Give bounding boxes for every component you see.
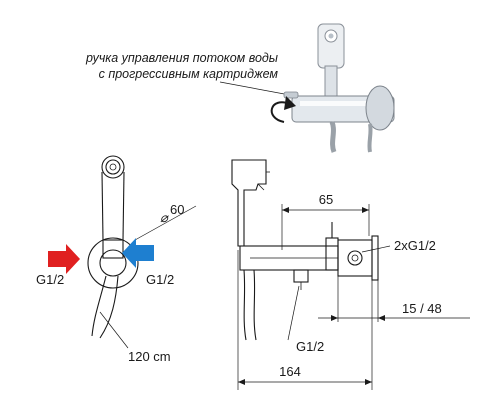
diameter-symbol: ⌀ <box>160 210 169 225</box>
inlet-left-label: G1/2 <box>36 272 64 287</box>
front-view: ⌀ 60 120 cm <box>87 155 197 364</box>
dimension-164 <box>237 250 373 390</box>
outlet-leader <box>287 285 300 341</box>
dimension-15-48 <box>318 276 470 322</box>
hose-length-label: 120 cm <box>128 349 171 364</box>
dim-outlet-label: G1/2 <box>296 339 324 354</box>
rotation-arrow-icon <box>270 96 296 123</box>
dim-total-label: 164 <box>279 364 301 379</box>
dim-top-label: 65 <box>319 192 333 207</box>
caption-line-1: ручка управления потоком воды <box>85 51 278 65</box>
caption-line-2: с прогрессивным картриджем <box>99 67 279 81</box>
dim-right-label: 15 / 48 <box>402 301 442 316</box>
side-view <box>231 159 379 341</box>
flow-arrow-icon <box>48 238 154 274</box>
dimension-65 <box>281 204 370 250</box>
product-photo <box>283 23 395 153</box>
diameter-value: 60 <box>170 202 184 217</box>
connection-leader <box>361 245 391 253</box>
inlet-right-label: G1/2 <box>146 272 174 287</box>
dim-connection-label: 2xG1/2 <box>394 238 436 253</box>
